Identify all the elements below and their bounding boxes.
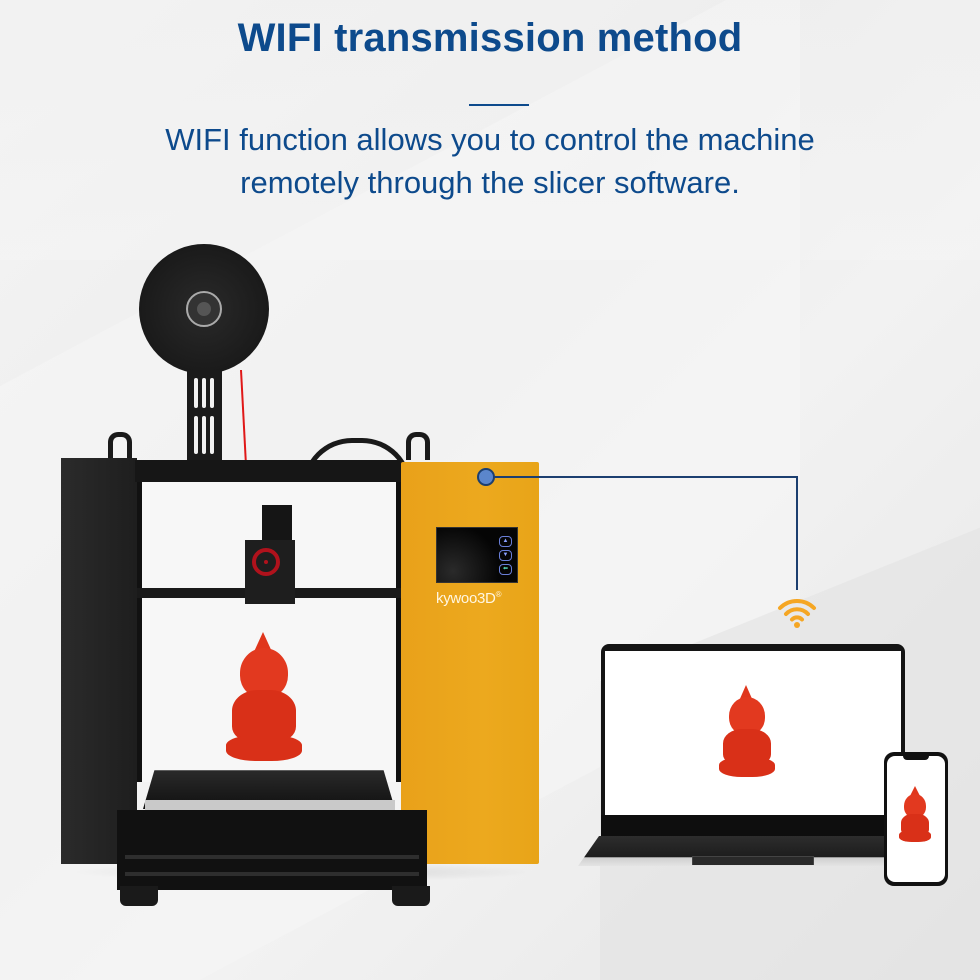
frame-handle-right: [406, 432, 430, 460]
filament-spool: [139, 244, 269, 374]
lcd-screen[interactable]: ▲ ▼ ⬅: [436, 527, 518, 583]
printer-foot-right: [392, 886, 430, 906]
printer-left-panel: [61, 458, 137, 864]
extruder-gear-icon: [252, 548, 280, 576]
subtitle-line-2: remotely through the slicer software.: [240, 165, 740, 200]
laptop-trackpad: [692, 856, 814, 865]
lcd-back-button[interactable]: ⬅: [499, 564, 512, 575]
brand-logo: kywoo3D®: [436, 590, 501, 607]
spool-hub: [186, 291, 222, 327]
frame-handle-left: [108, 432, 132, 460]
extruder: [262, 505, 292, 543]
wifi-module-node: [477, 468, 495, 486]
phone-notch: [903, 756, 929, 760]
lcd-up-button[interactable]: ▲: [499, 536, 512, 547]
wifi-icon: [778, 598, 816, 628]
printer-foot-left: [120, 886, 158, 906]
phone-screen: [887, 756, 945, 882]
connection-line-vertical: [796, 476, 798, 590]
page-subtitle: WIFI function allows you to control the …: [0, 118, 980, 204]
laptop-screen: [605, 651, 901, 815]
spool-holder-arm: [187, 370, 222, 462]
lcd-down-button[interactable]: ▼: [499, 550, 512, 561]
subtitle-line-1: WIFI function allows you to control the …: [165, 122, 815, 157]
laptop-bezel: [601, 815, 905, 837]
control-box-panel: [401, 462, 539, 864]
title-divider: [469, 104, 529, 106]
printer-top-bar: [135, 460, 403, 482]
printer-base: [117, 810, 427, 890]
registered-mark: ®: [495, 590, 502, 599]
brand-name: kywoo3D: [436, 590, 496, 607]
page-title: WIFI transmission method: [237, 16, 743, 60]
connection-line-horizontal: [491, 476, 798, 478]
heated-bed-plate: [145, 800, 395, 810]
